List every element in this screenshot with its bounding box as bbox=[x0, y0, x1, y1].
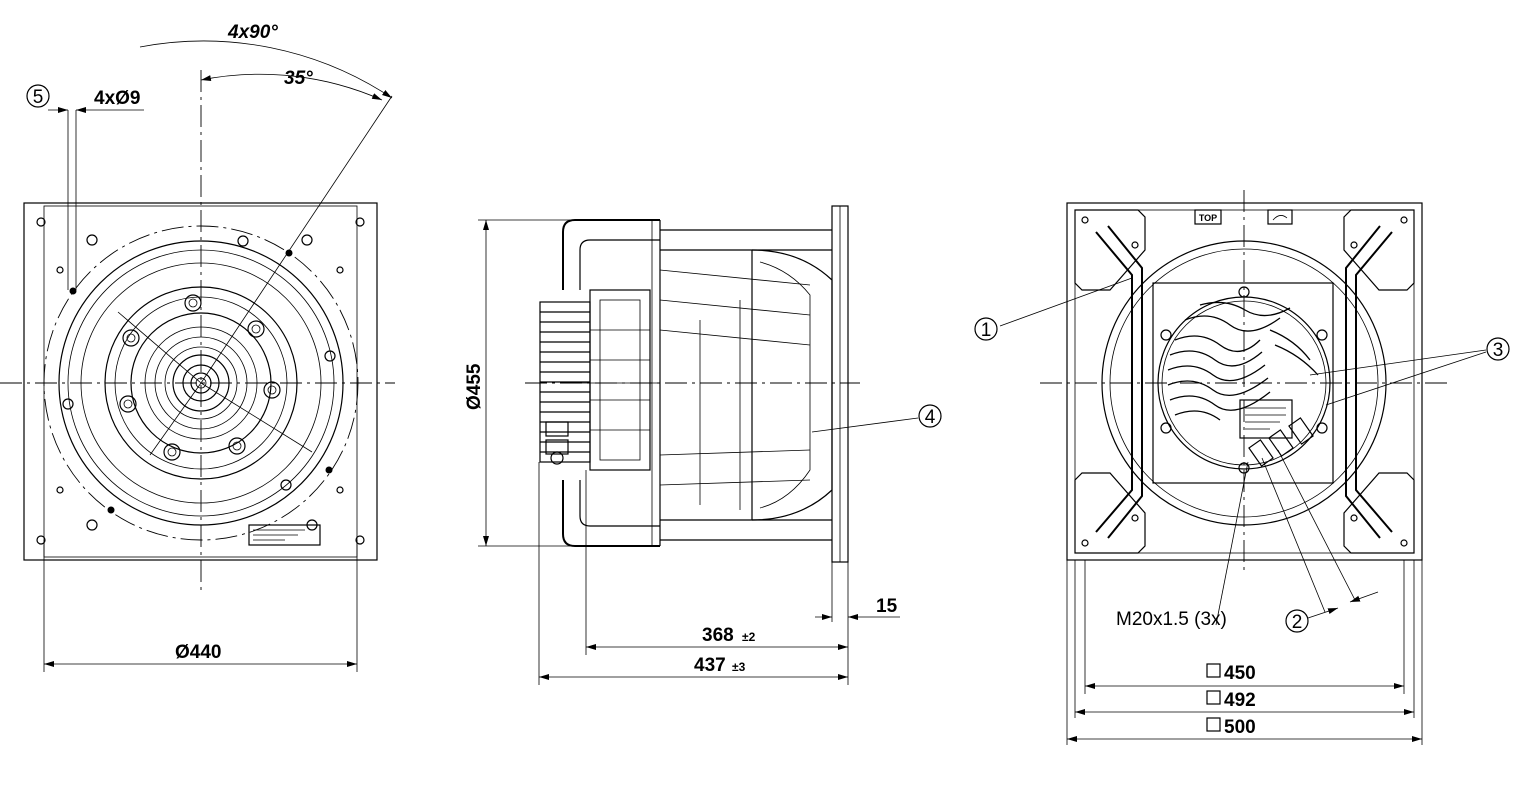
angle-total-label: 4x90° bbox=[227, 22, 278, 43]
angle-offset-label: 35° bbox=[284, 68, 313, 89]
length-368-label: 368 bbox=[702, 625, 734, 646]
front-motor-screws bbox=[119, 294, 281, 461]
length-437-tolerance: ±3 bbox=[732, 660, 746, 674]
length-437-label: 437 bbox=[694, 655, 726, 676]
angle-ray-35 bbox=[200, 95, 393, 384]
square-450-label: 450 bbox=[1224, 663, 1256, 684]
angle-arc-35 bbox=[200, 73, 383, 101]
square-500-label: 500 bbox=[1224, 717, 1256, 738]
front-view: 4x90° 35° 4xØ9 5 Ø440 bbox=[0, 22, 395, 672]
rear-view: TOP 1 3 2 M20x1.5 (3x) 450 492 bbox=[974, 190, 1510, 745]
rotation-marker bbox=[1267, 209, 1293, 225]
front-plate-outline bbox=[23, 202, 378, 561]
square-492-label: 492 bbox=[1224, 690, 1256, 711]
flange-thickness-label: 15 bbox=[876, 596, 898, 617]
balloon-4 bbox=[918, 404, 942, 428]
balloon-3 bbox=[1486, 337, 1510, 361]
front-plate-inner bbox=[43, 205, 358, 558]
side-impeller-blades bbox=[659, 269, 811, 510]
length-368-tolerance: ±2 bbox=[742, 630, 756, 644]
top-marker bbox=[1194, 209, 1222, 225]
rear-cable-glands bbox=[1248, 417, 1314, 467]
top-marker-label: TOP bbox=[1199, 213, 1217, 223]
side-impeller-housing bbox=[751, 249, 833, 521]
side-tube-top bbox=[562, 219, 660, 290]
diameter-455-label: Ø455 bbox=[464, 363, 485, 410]
front-bolt-holes bbox=[69, 249, 333, 514]
side-view: Ø455 15 368 ±2 437 ±3 4 bbox=[464, 205, 942, 685]
balloon-3-label: 3 bbox=[1493, 340, 1504, 361]
thread-callout-label: M20x1.5 (3x) bbox=[1116, 609, 1227, 630]
side-cable-glands bbox=[545, 421, 569, 465]
hole-callout-label: 4xØ9 bbox=[94, 88, 140, 109]
front-housing-screws bbox=[56, 234, 344, 531]
front-corner-holes bbox=[36, 217, 365, 545]
rear-corner-brackets bbox=[1074, 209, 1415, 554]
balloon-5 bbox=[26, 84, 50, 108]
rear-handle-tubes bbox=[1095, 225, 1393, 539]
rear-plate-outline bbox=[1066, 202, 1423, 561]
rear-cooling-fins bbox=[1167, 301, 1319, 421]
balloon-1 bbox=[974, 317, 998, 341]
balloon-4-label: 4 bbox=[925, 407, 936, 428]
balloon-2 bbox=[1285, 609, 1309, 633]
side-tube-bottom bbox=[562, 480, 660, 547]
diameter-440-label: Ø440 bbox=[175, 642, 221, 663]
front-nameplate bbox=[248, 524, 321, 546]
balloon-1-label: 1 bbox=[981, 320, 992, 341]
side-motor-body bbox=[589, 289, 651, 471]
balloon-2-label: 2 bbox=[1292, 612, 1303, 633]
angle-arc-90 bbox=[139, 40, 393, 99]
rear-type-label bbox=[1239, 399, 1293, 439]
balloon-5-label: 5 bbox=[33, 87, 44, 108]
side-heatsink bbox=[539, 301, 591, 463]
